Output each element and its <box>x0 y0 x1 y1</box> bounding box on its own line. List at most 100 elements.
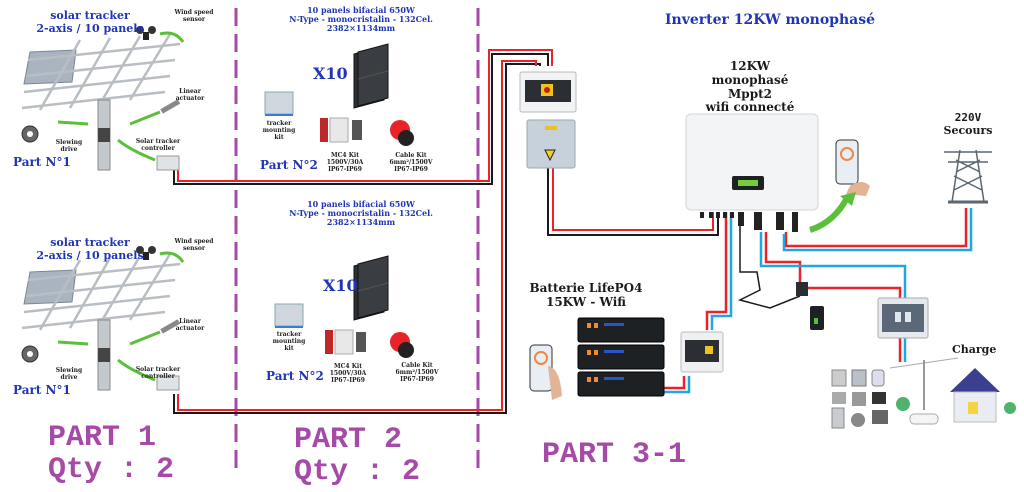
grid-wires <box>782 208 973 252</box>
smartphone-app-top <box>808 139 870 233</box>
label-line: 220V <box>954 111 982 124</box>
energy-meter <box>796 282 824 330</box>
label-line: sensor <box>182 16 206 24</box>
footer-part1: PART 1 Qty : 2 <box>48 421 175 487</box>
panel-spec-heading-top: 10 panels bifacial 650W N-Type - monocri… <box>256 5 466 34</box>
label-line: wifi connecté <box>705 100 795 115</box>
solar-tracker-bottom <box>21 246 185 391</box>
label-line: Solar tracker <box>135 366 181 373</box>
label-line: Batterie LifePO4 <box>529 281 643 295</box>
label-line: Qty : 2 <box>294 454 421 489</box>
hybrid-inverter <box>685 113 819 232</box>
label-line: MC4 Kit <box>331 152 359 159</box>
load-wires <box>759 232 907 362</box>
label-line: 2-axis / 10 panels <box>36 248 144 262</box>
label-line: drive <box>60 146 78 154</box>
label-line: 6mm²/1500V <box>389 159 433 167</box>
label-line: 15KW - Wifi <box>545 294 627 309</box>
ac-distribution-box <box>877 297 929 339</box>
part1-tag-bottom: Part N°1 <box>13 383 71 397</box>
label-line: 6mm²/1500V <box>395 369 439 377</box>
footer-part3: PART 3-1 <box>542 438 687 472</box>
label-line: Wind speed <box>174 238 214 245</box>
tracker-heading-line1: solar tracker <box>50 9 130 22</box>
label-line: Linear <box>179 318 201 325</box>
label-line: controller <box>141 145 175 153</box>
label-line: MC4 Kit <box>334 363 362 370</box>
dc-combiner-box <box>519 71 577 169</box>
battery-breaker-box <box>680 331 724 373</box>
string-wires-bottom <box>173 60 541 414</box>
label-line: monophasé Mppt2 <box>711 72 789 101</box>
label-line: PART 2 <box>294 423 403 457</box>
label-line: N-Type - monocristalin - 132Cel. <box>289 208 433 219</box>
label-line: Slewing <box>55 367 83 374</box>
label-line: mounting <box>262 127 296 135</box>
label-line: PART 1 <box>48 421 157 455</box>
footer-part2: PART 2 Qty : 2 <box>294 423 421 489</box>
panel-kit-bottom <box>274 255 414 358</box>
label-line: Cable Kit <box>401 362 433 369</box>
label-line: 10 panels bifacial 650W <box>307 5 415 15</box>
label-line: Secours <box>943 123 993 137</box>
label-line: solar tracker <box>50 236 130 249</box>
label-line: Solar tracker <box>135 138 181 145</box>
grid-backup-label: 220V Secours <box>938 111 998 137</box>
load-label: Charge <box>952 343 997 356</box>
label-line: IP67-IP69 <box>394 166 428 174</box>
label-line: actuator <box>175 325 205 333</box>
label-line: 12KW <box>729 59 771 73</box>
label-line: drive <box>60 374 78 382</box>
label-line: 2382×1134mm <box>326 23 396 34</box>
label-line: IP67-IP69 <box>328 166 362 174</box>
label-line: 2382×1134mm <box>326 217 396 228</box>
label-line: kit <box>284 345 294 353</box>
dc-wires-to-inverter <box>547 168 719 236</box>
label-line: N-Type - monocristalin - 132Cel. <box>289 14 433 25</box>
label-line: mounting <box>272 338 306 346</box>
panel-spec-heading-bottom: 10 panels bifacial 650W N-Type - monocri… <box>256 199 466 228</box>
battery-stack <box>577 317 665 397</box>
panel-multiplier-top: X10 <box>313 64 348 83</box>
panel-multiplier-bottom: X10 <box>323 276 358 295</box>
label-line: tracker <box>276 331 302 338</box>
household-loads <box>831 357 1016 429</box>
label-line: sensor <box>182 245 206 253</box>
inverter-spec-label: 12KW monophasé Mppt2 wifi connecté <box>690 59 810 115</box>
part2-tag-bottom: Part N°2 <box>266 369 324 383</box>
label-line: 1500V/30A <box>329 370 367 378</box>
tracker-heading-top: solar tracker 2-axis / 10 panels <box>30 9 150 35</box>
smartphone-app-bottom <box>529 344 562 400</box>
label-line: Wind speed <box>174 9 214 16</box>
tracker-heading-bottom: solar tracker 2-axis / 10 panels <box>30 236 150 262</box>
label-line: tracker <box>266 120 292 127</box>
inverter-system-title: Inverter 12KW monophasé <box>664 12 875 28</box>
string-wires-top <box>173 49 553 185</box>
label-line: actuator <box>175 95 205 103</box>
battery-spec-label: Batterie LifePO4 15KW - Wifi <box>526 281 646 310</box>
label-line: Qty : 2 <box>48 452 175 487</box>
label-line: controller <box>141 373 175 381</box>
solar-tracker-top <box>21 26 185 171</box>
label-line: Cable Kit <box>395 152 427 159</box>
meter-cable <box>737 212 801 309</box>
label-line: kit <box>274 134 284 142</box>
tracker-heading-line2: 2-axis / 10 panels <box>36 21 144 35</box>
part1-tag-top: Part N°1 <box>13 155 71 169</box>
label-line: 1500V/30A <box>326 159 364 167</box>
label-line: IP67-IP69 <box>331 377 365 385</box>
label-line: Linear <box>179 88 201 95</box>
